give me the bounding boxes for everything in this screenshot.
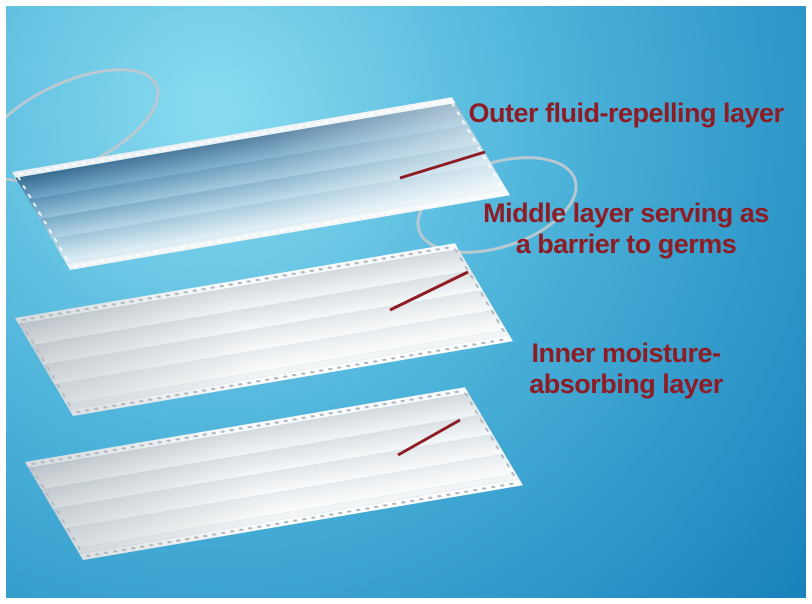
label-middle-layer: Middle layer serving as a barrier to ger… [446,198,806,260]
label-middle-line-2: a barrier to germs [515,229,737,259]
middle-layer-graphic [15,243,513,417]
stitch-line [454,248,508,337]
label-inner-line-2: absorbing layer [529,369,723,399]
label-outer-layer: Outer fluid-repelling layer [446,98,806,129]
stitch-line [18,100,450,176]
stitch-line [21,246,453,322]
label-inner-layer: Inner moisture- absorbing layer [446,338,806,400]
leader-line-middle [389,270,469,312]
stitch-line [20,322,74,411]
outer-layer-graphic [12,97,510,271]
stitch-line [451,102,505,191]
leader-line-inner [397,418,461,457]
stitch-line [30,466,84,555]
stitch-line [72,192,504,268]
stitch-line [17,176,71,265]
label-middle-line-1: Middle layer serving as [483,198,769,228]
sheen-overlay [12,97,510,271]
label-inner-line-1: Inner moisture- [531,338,721,368]
label-outer-line-1: Outer fluid-repelling layer [468,98,784,128]
shade-overlay [25,387,523,561]
shade-overlay [15,243,513,417]
diagram-canvas: Outer fluid-repelling layer Middle layer… [6,6,806,598]
stitch-line [85,482,517,558]
mask-layers-illustration [6,68,578,561]
stitch-line [75,338,507,414]
leader-line-outer [399,150,486,180]
stitch-line [31,390,463,466]
inner-layer-graphic [25,387,523,561]
stitch-line [464,392,518,481]
